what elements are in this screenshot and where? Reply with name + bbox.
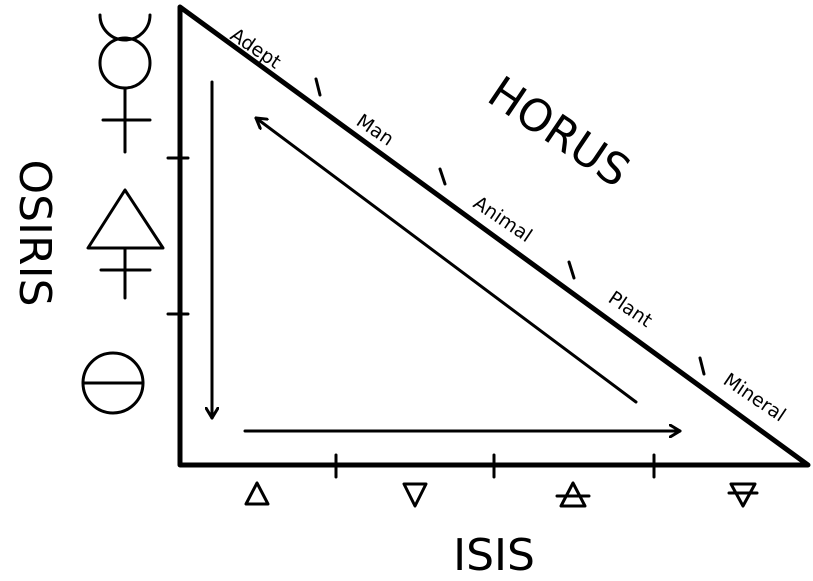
isis-label: ISIS [453,530,535,581]
earth-symbol-icon [727,482,759,508]
hypotenuse-tick [567,260,576,280]
hypotenuse-tick [438,167,447,186]
horus-label: HORUS [479,67,639,198]
mercury-symbol-icon [98,13,152,154]
stage-label-man: Man [352,110,398,151]
main-triangle [177,4,811,468]
osiris-label: OSIRIS [9,159,60,306]
hypotenuse-tick [314,77,322,97]
stage-label-mineral: Mineral [719,369,789,426]
air-symbol-icon [555,481,591,508]
salt-symbol-icon [81,351,145,415]
water-symbol-icon [402,482,428,508]
arrow-diagonal [254,116,638,404]
hypotenuse-tick [698,356,706,376]
stage-label-animal: Animal [469,192,536,247]
sulfur-symbol-icon [86,188,165,300]
stage-label-plant: Plant [604,287,656,332]
fire-symbol-icon [244,481,270,506]
